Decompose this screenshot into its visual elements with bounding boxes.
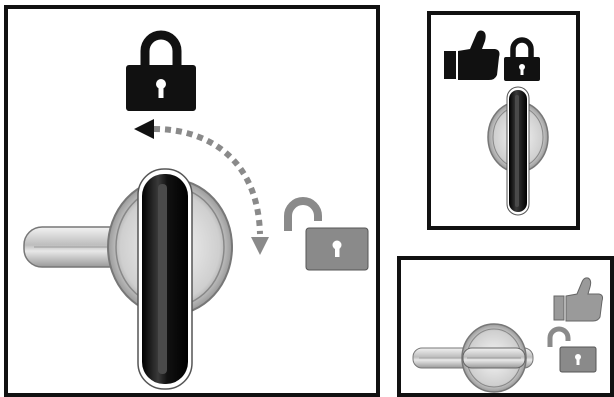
- curved-dotted-arrow-icon: [134, 119, 269, 255]
- padlock-open-icon: [284, 197, 369, 271]
- padlock-closed-icon: [126, 30, 196, 111]
- door-handle-locked-state: [487, 86, 549, 216]
- padlock-closed-icon: [504, 37, 540, 81]
- panel-locked-ok: [427, 11, 580, 230]
- panel-locked-ok-art: [444, 30, 549, 216]
- panel-unlocked-ok-art: [412, 277, 604, 393]
- thumbs-up-icon: [553, 277, 604, 322]
- panel-rotate-to-lock-art: [23, 30, 369, 390]
- panel-rotate-to-lock: [4, 5, 380, 397]
- padlock-open-icon: [547, 326, 597, 373]
- door-handle-locked-state: [137, 168, 193, 390]
- thumbs-up-icon: [444, 30, 500, 80]
- door-handle-unlocked-state: [412, 323, 534, 393]
- door-handle-unlocked-state: [23, 178, 233, 316]
- panel-unlocked-ok: [397, 256, 614, 397]
